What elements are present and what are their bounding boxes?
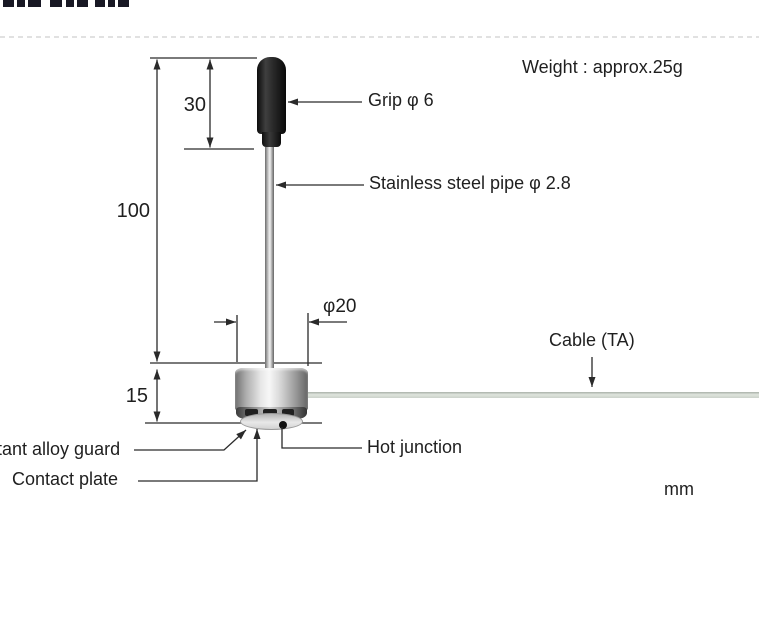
probe-grip	[257, 57, 286, 134]
pipe-label: Stainless steel pipe φ 2.8	[369, 173, 571, 193]
dimension-100: 100	[116, 200, 150, 222]
dimension-phi20: φ20	[323, 296, 357, 317]
hot-junction-dot	[279, 421, 287, 429]
dimension-30: 30	[183, 94, 206, 116]
stainless-steel-pipe	[265, 147, 274, 368]
alloy-guard-label: tant alloy guard	[0, 439, 121, 459]
guard-slot	[282, 409, 294, 416]
clipped-title-fragment	[3, 0, 129, 7]
sensor-head	[235, 368, 308, 411]
contact-plate-face	[240, 413, 303, 430]
hot-junction-label: Hot junction	[367, 437, 463, 457]
probe-cable	[306, 392, 759, 398]
grip-label: Grip φ 6	[368, 90, 434, 110]
probe-grip-collar	[262, 132, 281, 147]
guard-slot	[245, 409, 258, 416]
weight-note: Weight : approx.25g	[522, 57, 683, 77]
dimension-15: 15	[125, 385, 148, 407]
unit-label: mm	[664, 479, 694, 499]
cable-label: Cable (TA)	[549, 330, 635, 350]
contact-plate-label: Contact plate	[12, 469, 119, 489]
